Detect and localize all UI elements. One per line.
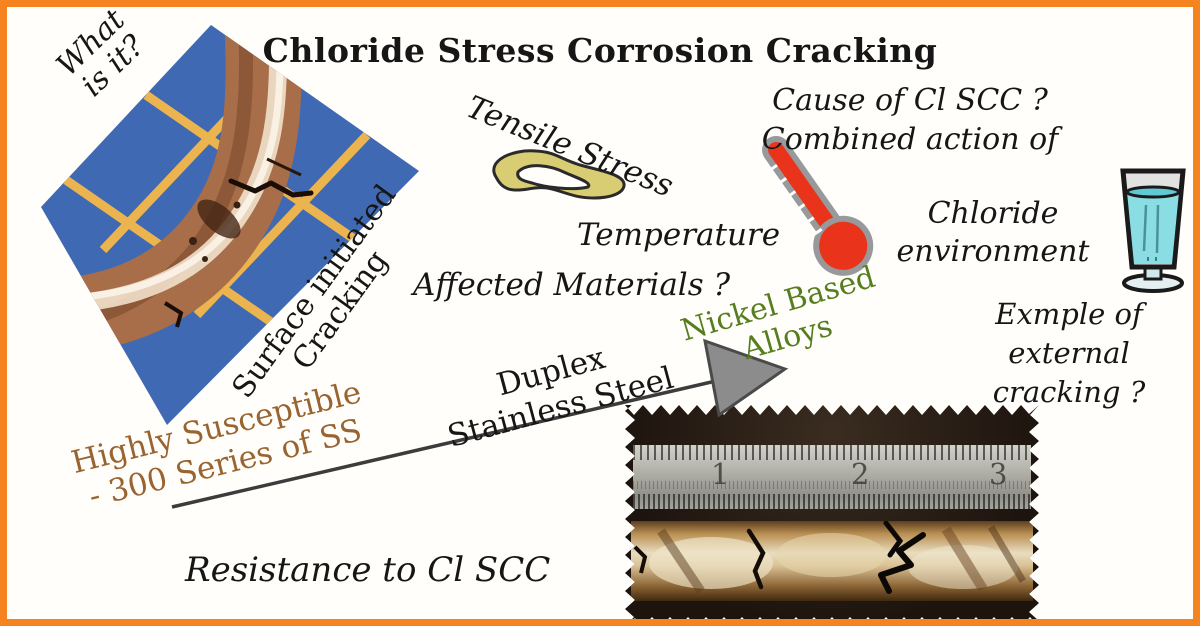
corroded-pipe-specimen (631, 521, 1033, 601)
corrosion-blotch (197, 199, 241, 239)
example-external-cracking-label: Exmple of external cracking ? (960, 295, 1178, 412)
external-cracking-specimen-photo: 1 2 3 (625, 405, 1039, 619)
specimen-cracks (633, 521, 1027, 594)
resistance-label: Resistance to Cl SCC (185, 550, 551, 590)
page-title: Chloride Stress Corrosion Cracking (262, 31, 938, 70)
temperature-label: Temperature (577, 217, 781, 253)
pipe-crack (228, 178, 314, 198)
ruler-ticks-bottom (633, 494, 1031, 509)
cause-heading: Cause of Cl SCC ? (772, 83, 1048, 118)
rubber-band-icon (492, 149, 626, 200)
water-glass-icon (1120, 168, 1186, 293)
affected-materials-label: Affected Materials ? (413, 267, 731, 303)
ruler-mark-2: 2 (851, 457, 870, 491)
arrow-head (703, 338, 789, 418)
steel-ruler: 1 2 3 (633, 445, 1031, 509)
thermometer-icon (762, 135, 874, 276)
chloride-environment-label: Chloride environment (869, 195, 1117, 270)
ruler-ticks-middle (633, 481, 1031, 489)
example-line1: Exmple of (995, 297, 1143, 331)
cause-block: Cause of Cl SCC ? Combined action of (710, 81, 1110, 159)
ruler-ticks-top (633, 445, 1031, 460)
cracked-pipe-photo (41, 25, 419, 425)
cause-subheading: Combined action of (761, 122, 1059, 157)
example-line2: external (1008, 336, 1130, 371)
chloride-line2: environment (896, 233, 1090, 269)
chloride-line1: Chloride (927, 196, 1059, 231)
susceptibility-arrow (171, 338, 789, 509)
example-line3: cracking ? (992, 375, 1146, 410)
ruler-mark-1: 1 (711, 457, 730, 491)
ruler-mark-3: 3 (989, 457, 1008, 491)
